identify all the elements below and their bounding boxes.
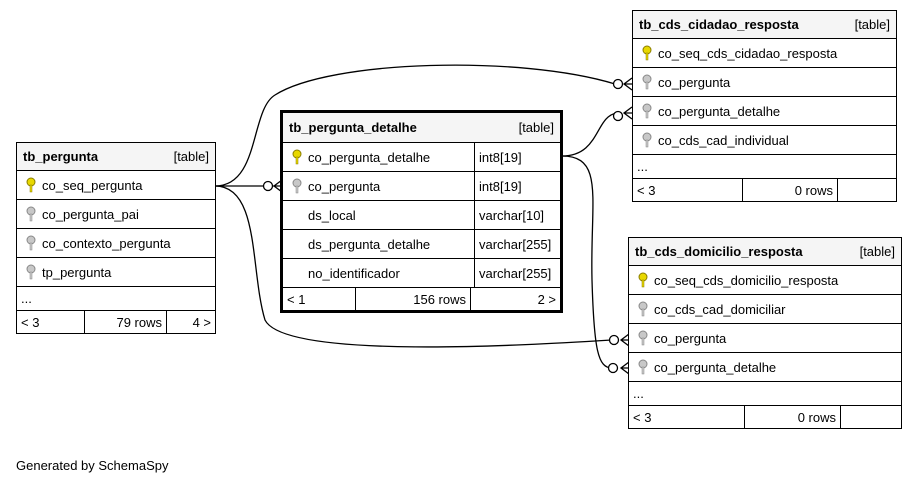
column-name: co_pergunta_detalhe bbox=[654, 359, 777, 375]
column-name: co_pergunta_detalhe bbox=[308, 149, 431, 165]
column-row: ds_local varchar[10] bbox=[283, 201, 560, 230]
column-type: int8[19] bbox=[474, 172, 560, 200]
table-name: tb_pergunta_detalhe bbox=[289, 120, 417, 135]
table-footer: < 3 0 rows bbox=[629, 406, 901, 428]
column-name: no_identificador bbox=[308, 265, 400, 281]
column-name: co_pergunta_pai bbox=[42, 206, 139, 222]
children-link[interactable]: 4 > bbox=[192, 314, 211, 330]
column-row: ds_pergunta_detalhe varchar[255] bbox=[283, 230, 560, 259]
column-row: co_seq_cds_cidadao_resposta bbox=[633, 39, 896, 68]
column-name: co_cds_cad_individual bbox=[658, 132, 789, 148]
foreign-key-icon bbox=[26, 264, 36, 280]
optional-marker bbox=[262, 180, 274, 192]
children-link bbox=[841, 406, 901, 428]
column-row: co_pergunta bbox=[633, 68, 896, 97]
table-footer: < 1 156 rows 2 > bbox=[283, 288, 560, 310]
column-name: co_pergunta bbox=[658, 74, 731, 90]
parents-link[interactable]: < 1 bbox=[283, 288, 356, 310]
foreign-key-icon bbox=[26, 235, 36, 251]
column-row: co_seq_cds_domicilio_resposta bbox=[629, 266, 901, 295]
table-footer: < 3 0 rows bbox=[633, 179, 896, 201]
optional-marker bbox=[612, 110, 624, 122]
parents-link[interactable]: < 3 bbox=[629, 406, 745, 428]
column-row: co_cds_cad_individual bbox=[633, 126, 896, 155]
column-name: co_contexto_pergunta bbox=[42, 235, 171, 251]
more-columns: ... bbox=[633, 155, 896, 179]
parents-link[interactable]: < 3 bbox=[633, 179, 743, 201]
table-tb-cds-domicilio-resposta[interactable]: tb_cds_domicilio_resposta [table] co_seq… bbox=[628, 237, 902, 429]
column-type: varchar[255] bbox=[474, 230, 560, 258]
table-tb-pergunta[interactable]: tb_pergunta [table] co_seq_pergunta co_p… bbox=[16, 142, 216, 334]
column-name: co_cds_cad_domiciliar bbox=[654, 301, 786, 317]
foreign-key-icon bbox=[642, 103, 652, 119]
column-row: co_pergunta int8[19] bbox=[283, 172, 560, 201]
column-type: int8[19] bbox=[474, 143, 560, 171]
column-name: ds_pergunta_detalhe bbox=[308, 236, 431, 252]
column-row: tp_pergunta bbox=[17, 258, 215, 287]
row-count: 156 rows bbox=[356, 288, 471, 310]
row-count: 0 rows bbox=[743, 179, 838, 201]
table-kind: [table] bbox=[859, 244, 895, 259]
table-footer: < 3 79 rows 4 > bbox=[17, 311, 215, 333]
column-row: co_seq_pergunta bbox=[17, 171, 215, 200]
optional-marker bbox=[607, 362, 619, 374]
primary-key-icon bbox=[292, 149, 302, 165]
column-type: varchar[255] bbox=[474, 259, 560, 287]
parents-link[interactable]: < 3 bbox=[17, 311, 85, 333]
table-header: tb_pergunta_detalhe [table] bbox=[283, 113, 560, 143]
foreign-key-icon bbox=[26, 206, 36, 222]
table-kind: [table] bbox=[518, 120, 554, 135]
row-count: 0 rows bbox=[745, 406, 841, 428]
column-row: co_cds_cad_domiciliar bbox=[629, 295, 901, 324]
primary-key-icon bbox=[642, 45, 652, 61]
foreign-key-icon bbox=[638, 330, 648, 346]
foreign-key-icon bbox=[642, 74, 652, 90]
column-name: co_pergunta bbox=[308, 178, 381, 194]
column-row: co_pergunta_detalhe bbox=[629, 353, 901, 382]
more-columns: ... bbox=[17, 287, 215, 311]
table-name: tb_pergunta bbox=[23, 149, 99, 164]
column-name: ds_local bbox=[308, 207, 356, 223]
column-row: co_pergunta bbox=[629, 324, 901, 353]
column-name: co_seq_cds_cidadao_resposta bbox=[658, 45, 838, 61]
optional-marker bbox=[612, 78, 624, 90]
foreign-key-icon bbox=[638, 359, 648, 375]
column-row: co_pergunta_detalhe bbox=[633, 97, 896, 126]
optional-marker bbox=[608, 334, 620, 346]
primary-key-icon bbox=[638, 272, 648, 288]
row-count: 79 rows bbox=[85, 311, 167, 333]
primary-key-icon bbox=[26, 177, 36, 193]
column-row: no_identificador varchar[255] bbox=[283, 259, 560, 288]
table-name: tb_cds_domicilio_resposta bbox=[635, 244, 803, 259]
column-name: co_seq_cds_domicilio_resposta bbox=[654, 272, 839, 288]
column-name: co_pergunta_detalhe bbox=[658, 103, 781, 119]
column-name: co_pergunta bbox=[654, 330, 727, 346]
children-link bbox=[838, 179, 896, 201]
table-header: tb_pergunta [table] bbox=[17, 143, 215, 171]
table-header: tb_cds_domicilio_resposta [table] bbox=[629, 238, 901, 266]
edge-detalhe-to-cidadao bbox=[561, 112, 618, 157]
column-name: tp_pergunta bbox=[42, 264, 112, 280]
column-row: co_pergunta_detalhe int8[19] bbox=[283, 143, 560, 172]
edge-pergunta-to-domicilio bbox=[214, 185, 613, 348]
edge-detalhe-to-domicilio bbox=[561, 155, 613, 369]
table-name: tb_cds_cidadao_resposta bbox=[639, 17, 799, 32]
column-type: varchar[10] bbox=[474, 201, 560, 229]
table-header: tb_cds_cidadao_resposta [table] bbox=[633, 11, 896, 39]
column-row: co_pergunta_pai bbox=[17, 200, 215, 229]
foreign-key-icon bbox=[638, 301, 648, 317]
foreign-key-icon bbox=[292, 178, 302, 194]
more-columns: ... bbox=[629, 382, 901, 406]
column-name: co_seq_pergunta bbox=[42, 177, 143, 193]
table-tb-cds-cidadao-resposta[interactable]: tb_cds_cidadao_resposta [table] co_seq_c… bbox=[632, 10, 897, 202]
foreign-key-icon bbox=[642, 132, 652, 148]
column-row: co_contexto_pergunta bbox=[17, 229, 215, 258]
table-kind: [table] bbox=[173, 149, 209, 164]
edge-pergunta-to-cidadao bbox=[214, 64, 616, 187]
table-tb-pergunta-detalhe[interactable]: tb_pergunta_detalhe [table] co_pergunta_… bbox=[280, 110, 563, 313]
table-kind: [table] bbox=[854, 17, 890, 32]
children-link[interactable]: 2 > bbox=[537, 291, 556, 307]
generator-credit: Generated by SchemaSpy bbox=[16, 458, 169, 473]
